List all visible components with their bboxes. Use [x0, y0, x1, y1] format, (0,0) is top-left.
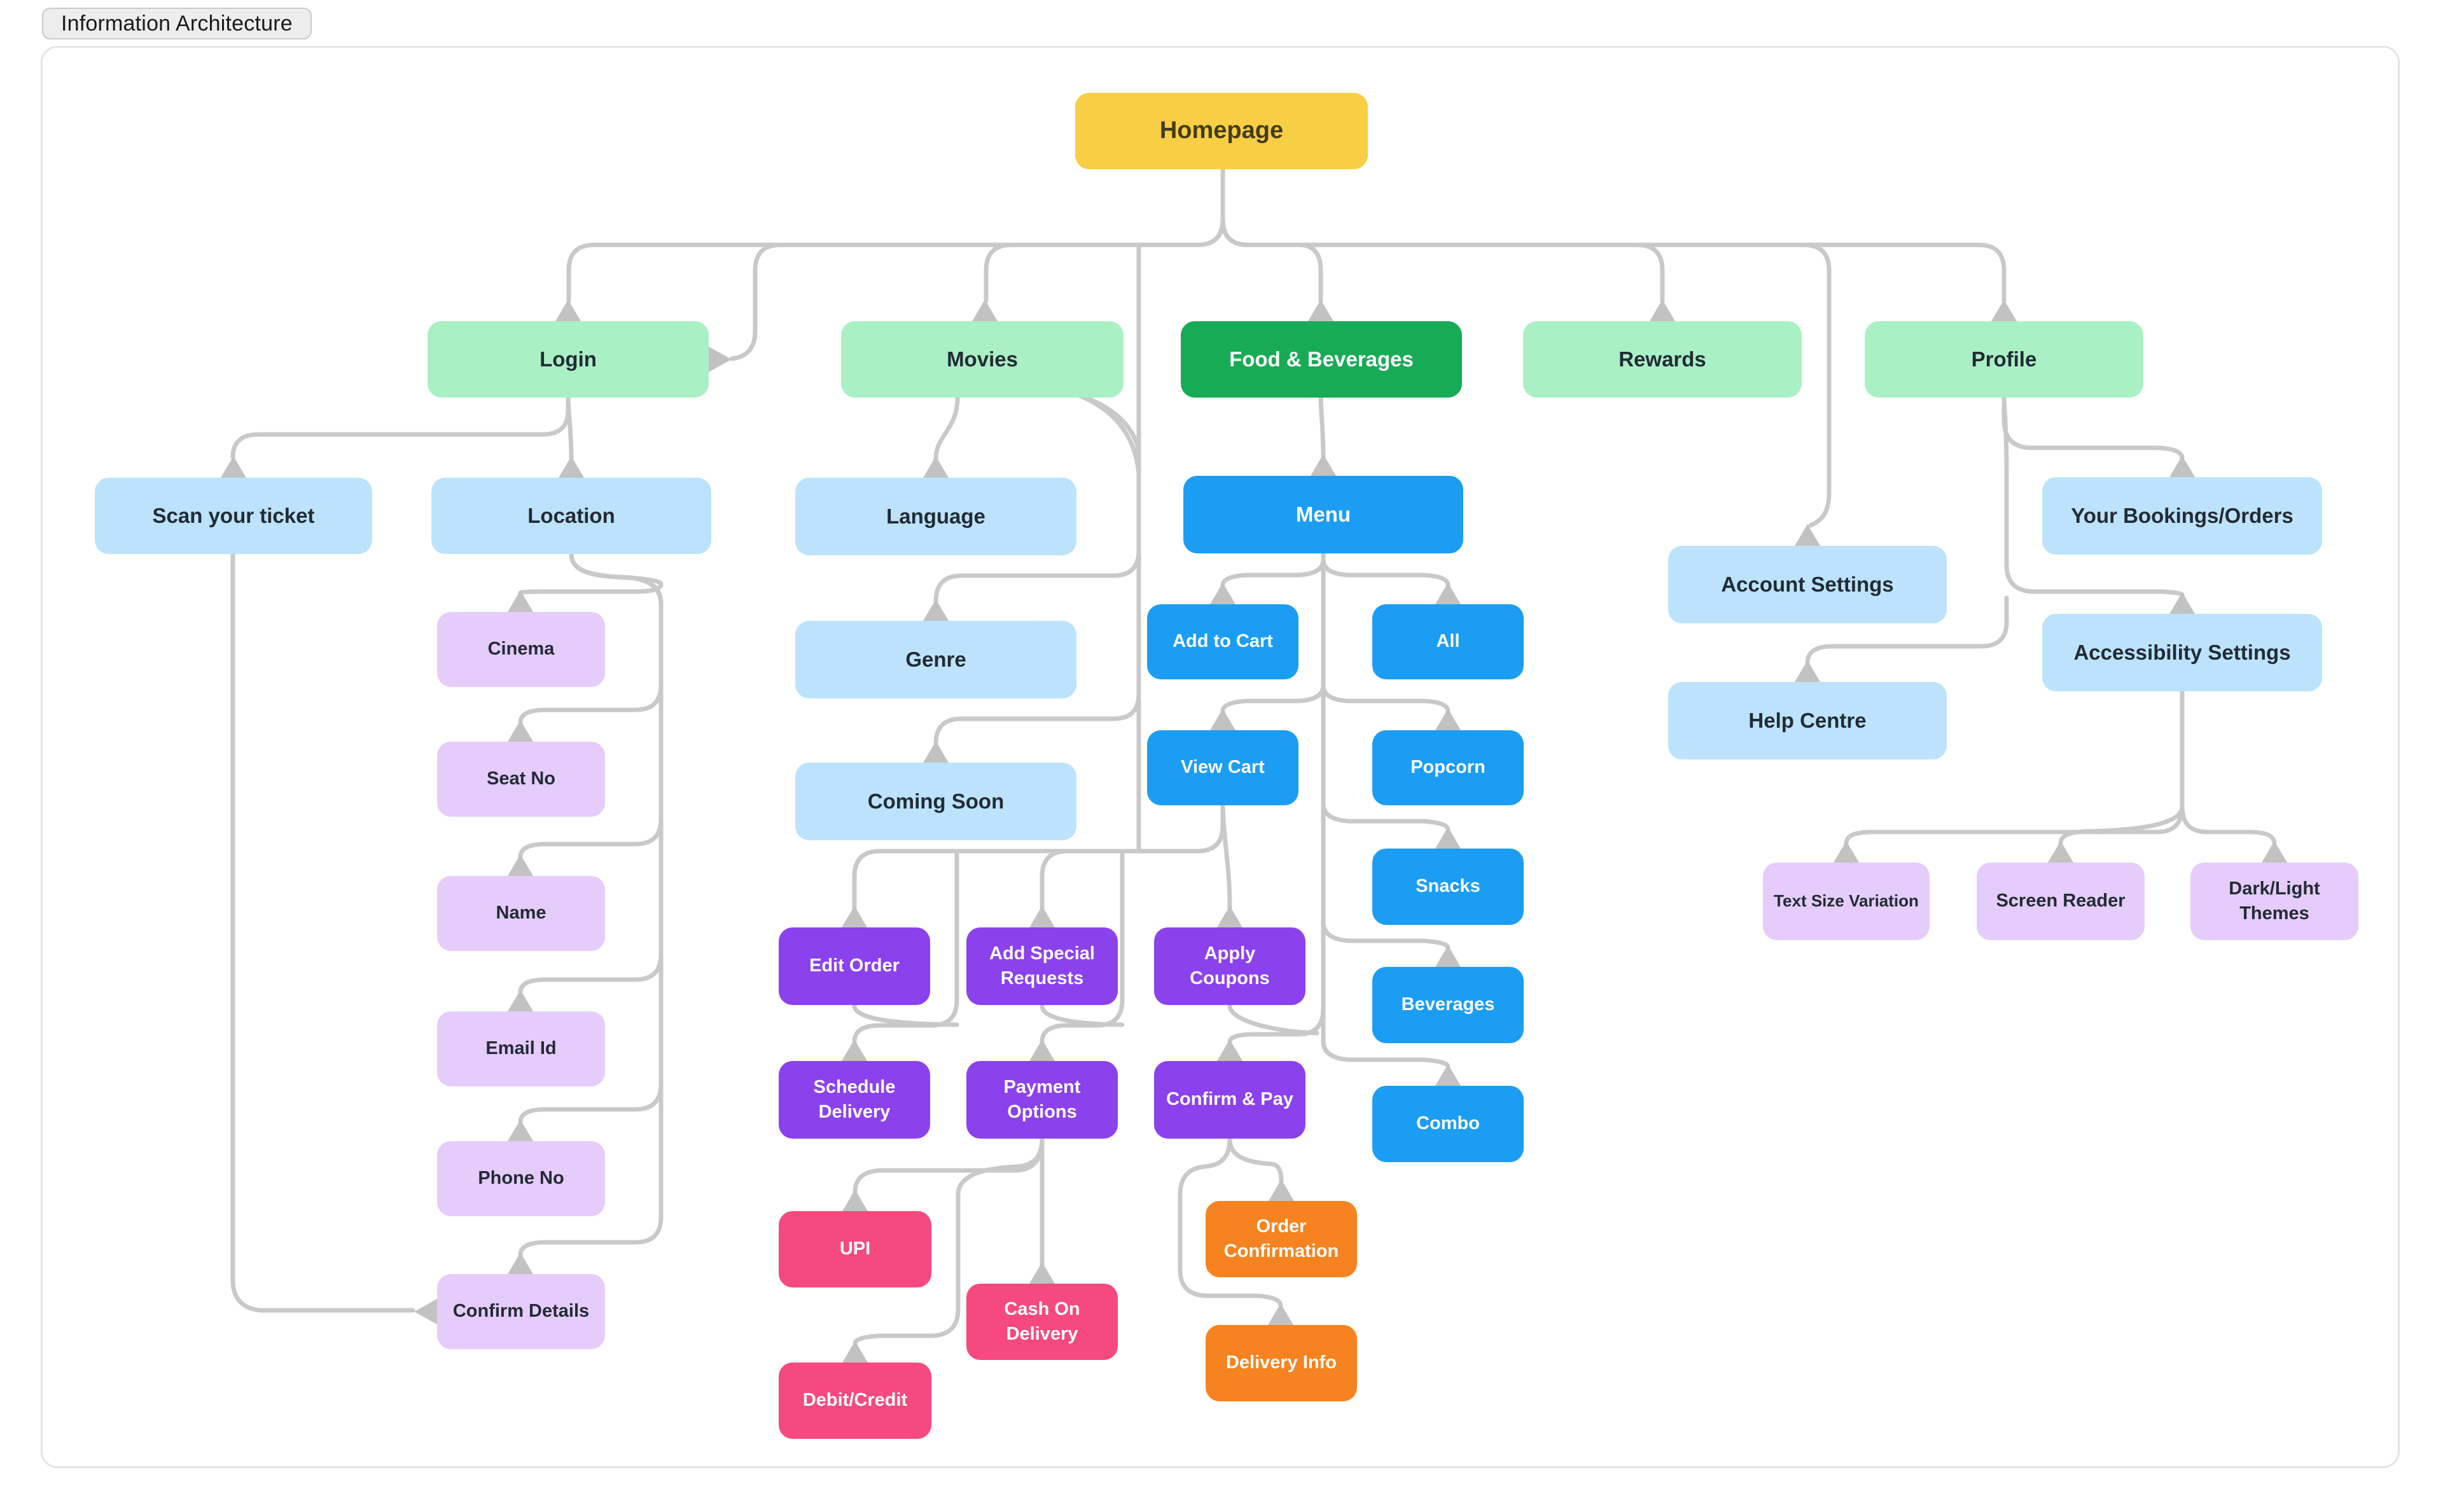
node-homepage[interactable]: Homepage — [1075, 93, 1368, 169]
node-seat-no[interactable]: Seat No — [437, 742, 605, 817]
node-snacks[interactable]: Snacks — [1372, 849, 1524, 925]
node-screen-reader[interactable]: Screen Reader — [1977, 863, 2145, 940]
node-coming-soon[interactable]: Coming Soon — [795, 763, 1076, 840]
node-combo[interactable]: Combo — [1372, 1086, 1524, 1162]
node-text-size-variation[interactable]: Text Size Variation — [1763, 863, 1930, 940]
node-rewards[interactable]: Rewards — [1523, 321, 1802, 398]
node-profile[interactable]: Profile — [1865, 321, 2143, 398]
node-food-beverages[interactable]: Food & Beverages — [1181, 321, 1462, 398]
node-debit-credit[interactable]: Debit/Credit — [779, 1363, 931, 1439]
node-movies[interactable]: Movies — [841, 321, 1124, 398]
node-your-bookings-orders[interactable]: Your Bookings/Orders — [2042, 477, 2322, 555]
node-delivery-info[interactable]: Delivery Info — [1206, 1325, 1357, 1401]
node-payment-options[interactable]: Payment Options — [966, 1061, 1118, 1139]
node-accessibility-settings[interactable]: Accessibility Settings — [2042, 614, 2322, 691]
node-language[interactable]: Language — [795, 478, 1076, 555]
node-view-cart[interactable]: View Cart — [1147, 730, 1298, 805]
node-cash-on-delivery[interactable]: Cash On Delivery — [966, 1284, 1118, 1360]
node-apply-coupons[interactable]: Apply Coupons — [1154, 927, 1305, 1005]
node-help-centre[interactable]: Help Centre — [1668, 682, 1947, 759]
node-confirm-details[interactable]: Confirm Details — [437, 1274, 605, 1349]
node-edit-order[interactable]: Edit Order — [779, 927, 930, 1005]
node-scan-your-ticket[interactable]: Scan your ticket — [95, 478, 372, 554]
node-email-id[interactable]: Email Id — [437, 1011, 605, 1086]
node-genre[interactable]: Genre — [795, 621, 1076, 698]
node-add-special-requests[interactable]: Add Special Requests — [966, 927, 1118, 1005]
node-phone-no[interactable]: Phone No — [437, 1141, 605, 1216]
node-location[interactable]: Location — [431, 478, 711, 554]
node-cinema[interactable]: Cinema — [437, 612, 605, 687]
node-menu[interactable]: Menu — [1183, 476, 1463, 553]
node-confirm-and-pay[interactable]: Confirm & Pay — [1154, 1061, 1305, 1139]
node-add-to-cart[interactable]: Add to Cart — [1147, 604, 1298, 679]
node-all[interactable]: All — [1372, 604, 1524, 679]
node-name[interactable]: Name — [437, 876, 605, 951]
node-schedule-delivery[interactable]: Schedule Delivery — [779, 1061, 930, 1139]
node-beverages[interactable]: Beverages — [1372, 967, 1524, 1043]
tab-information-architecture[interactable]: Information Architecture — [42, 8, 312, 39]
node-dark-light-themes[interactable]: Dark/Light Themes — [2190, 863, 2358, 940]
node-login[interactable]: Login — [428, 321, 709, 398]
node-order-confirmation[interactable]: Order Confirmation — [1206, 1201, 1357, 1277]
node-upi[interactable]: UPI — [779, 1211, 931, 1287]
node-popcorn[interactable]: Popcorn — [1372, 730, 1524, 805]
node-account-settings[interactable]: Account Settings — [1668, 546, 1947, 623]
